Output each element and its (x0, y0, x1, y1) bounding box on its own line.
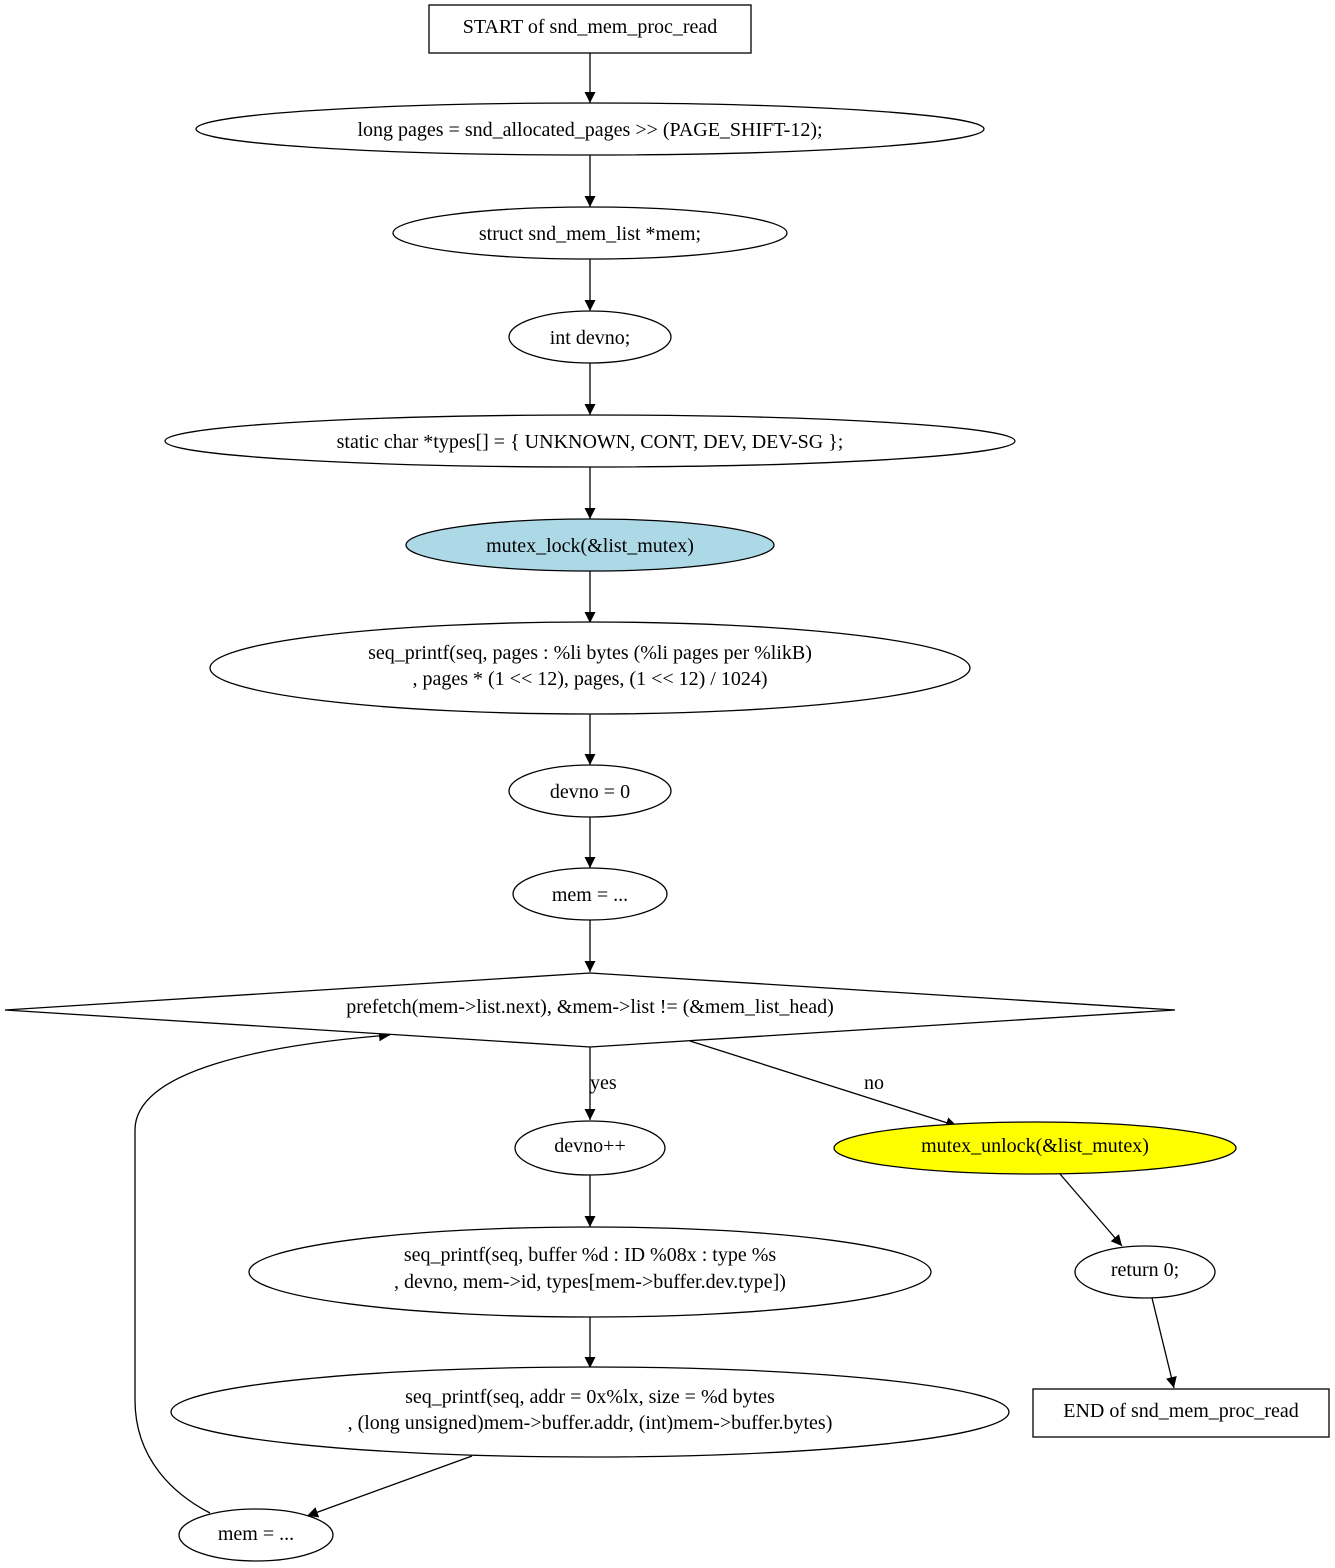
node-types-decl: static char *types[] = { UNKNOWN, CONT, … (164, 414, 1016, 468)
devno-inc-label: devno++ (554, 1135, 625, 1157)
loop-cond-label: prefetch(mem->list.next), &mem->list != … (346, 996, 834, 1018)
node-seq-printf-buffer: seq_printf(seq, buffer %d : ID %08x : ty… (248, 1226, 932, 1318)
devno-decl-ellipse (508, 310, 672, 364)
node-devno-decl: int devno; (508, 310, 672, 364)
types-decl-label: static char *types[] = { UNKNOWN, CONT, … (337, 431, 844, 453)
node-seq-printf-addr: seq_printf(seq, addr = 0x%lx, size = %d … (170, 1366, 1010, 1458)
seq-printf-pages-ellipse (209, 621, 971, 715)
mutex-unlock-ellipse (833, 1121, 1237, 1175)
mem-decl-ellipse (392, 206, 788, 260)
mutex-lock-ellipse (405, 518, 775, 572)
node-start: START of snd_mem_proc_read (428, 4, 752, 54)
node-mutex-unlock: mutex_unlock(&list_mutex) (833, 1121, 1237, 1175)
start-label: START of snd_mem_proc_read (463, 16, 718, 38)
node-mem-decl: struct snd_mem_list *mem; (392, 206, 788, 260)
mutex-unlock-label: mutex_unlock(&list_mutex) (921, 1135, 1149, 1157)
devno-init-label: devno = 0 (550, 781, 630, 803)
node-devno-inc: devno++ (514, 1120, 666, 1176)
seq-printf-addr-ellipse (170, 1366, 1010, 1458)
node-loop-cond: prefetch(mem->list.next), &mem->list != … (4, 972, 1176, 1048)
edge-loop-cond-to-mutex-unlock (689, 1040, 958, 1128)
seq-printf-buffer-ellipse (248, 1226, 932, 1318)
seq-printf-pages-label-line-2: , pages * (1 << 12), pages, (1 << 12) / … (412, 668, 767, 690)
seq-printf-pages-label-line-1: seq_printf(seq, pages : %li bytes (%li p… (368, 642, 812, 664)
return-label: return 0; (1111, 1259, 1179, 1281)
node-end: END of snd_mem_proc_read (1032, 1388, 1330, 1438)
node-return: return 0; (1074, 1245, 1216, 1299)
seq-printf-buffer-label-line-1: seq_printf(seq, buffer %d : ID %08x : ty… (404, 1244, 777, 1266)
edge-seq-printf-addr-to-mem-next (306, 1455, 473, 1518)
mem-next-ellipse (178, 1508, 334, 1562)
devno-init-ellipse (508, 764, 672, 818)
node-mem-init: mem = ... (512, 867, 668, 921)
mem-init-label: mem = ... (552, 884, 628, 906)
node-devno-init: devno = 0 (508, 764, 672, 818)
edge-label-yes: yes (590, 1072, 617, 1094)
node-mem-next: mem = ... (178, 1508, 334, 1562)
edge-return-to-end (1151, 1297, 1177, 1389)
edges (134, 53, 1177, 1518)
pages-decl-label: long pages = snd_allocated_pages >> (PAG… (357, 119, 822, 141)
mutex-lock-label: mutex_lock(&list_mutex) (486, 535, 694, 557)
mem-init-ellipse (512, 867, 668, 921)
seq-printf-addr-label-line-2: , (long unsigned)mem->buffer.addr, (int)… (348, 1412, 833, 1434)
node-pages-decl: long pages = snd_allocated_pages >> (PAG… (195, 102, 985, 156)
start-box (428, 4, 752, 54)
edge-mutex-unlock-to-return (1059, 1173, 1123, 1247)
mem-next-label: mem = ... (218, 1523, 294, 1545)
types-decl-ellipse (164, 414, 1016, 468)
loop-cond-diamond (4, 972, 1176, 1048)
pages-decl-ellipse (195, 102, 985, 156)
edge-mem-next-to-loop-cond (134, 1030, 391, 1514)
end-box (1032, 1388, 1330, 1438)
devno-decl-label: int devno; (550, 327, 631, 349)
node-seq-printf-pages: seq_printf(seq, pages : %li bytes (%li p… (209, 621, 971, 715)
seq-printf-addr-label-line-1: seq_printf(seq, addr = 0x%lx, size = %d … (405, 1386, 775, 1408)
seq-printf-buffer-label-line-2: , devno, mem->id, types[mem->buffer.dev.… (394, 1271, 786, 1293)
node-mutex-lock: mutex_lock(&list_mutex) (405, 518, 775, 572)
end-label: END of snd_mem_proc_read (1063, 1400, 1299, 1422)
return-ellipse (1074, 1245, 1216, 1299)
edge-label-no: no (864, 1072, 884, 1094)
devno-inc-ellipse (514, 1120, 666, 1176)
mem-decl-label: struct snd_mem_list *mem; (479, 223, 701, 245)
